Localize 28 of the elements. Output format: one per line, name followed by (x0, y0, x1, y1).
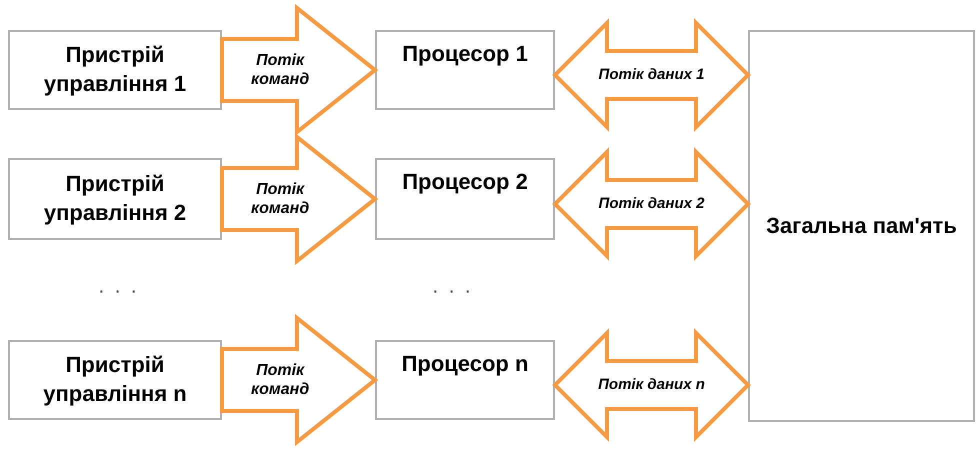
edge-label: Потік команд (250, 50, 310, 90)
block-arrow (220, 314, 378, 446)
block-arrow (552, 328, 751, 442)
edge-label: Потік даних 2 (598, 195, 704, 213)
process-box (375, 340, 555, 420)
box-title: Процесор 1 (402, 40, 528, 68)
process-box (8, 340, 222, 420)
box-title: Процесор n (402, 350, 528, 378)
box-title: Пристрій управління 2 (42, 170, 188, 227)
process-box (8, 30, 222, 110)
box-title: Пристрій управління 1 (42, 41, 188, 98)
process-box (375, 30, 555, 110)
edge-label: Потік команд (250, 180, 310, 218)
ellipsis: · · · (98, 280, 140, 303)
process-box (375, 158, 555, 240)
box-title: Загальна пам'ять (766, 212, 957, 240)
process-box (748, 30, 975, 422)
block-arrow (220, 4, 378, 136)
block-arrow (220, 132, 378, 266)
edge-label: Потік даних 1 (598, 66, 704, 84)
box-title: Процесор 2 (402, 168, 528, 196)
process-box (8, 158, 222, 240)
block-arrow (552, 18, 751, 132)
ellipsis: · · · (432, 280, 474, 303)
edge-label: Потік команд (250, 360, 310, 400)
box-title: Пристрій управління n (42, 351, 188, 408)
block-arrow (552, 147, 751, 261)
edge-label: Потік даних n (598, 376, 705, 394)
